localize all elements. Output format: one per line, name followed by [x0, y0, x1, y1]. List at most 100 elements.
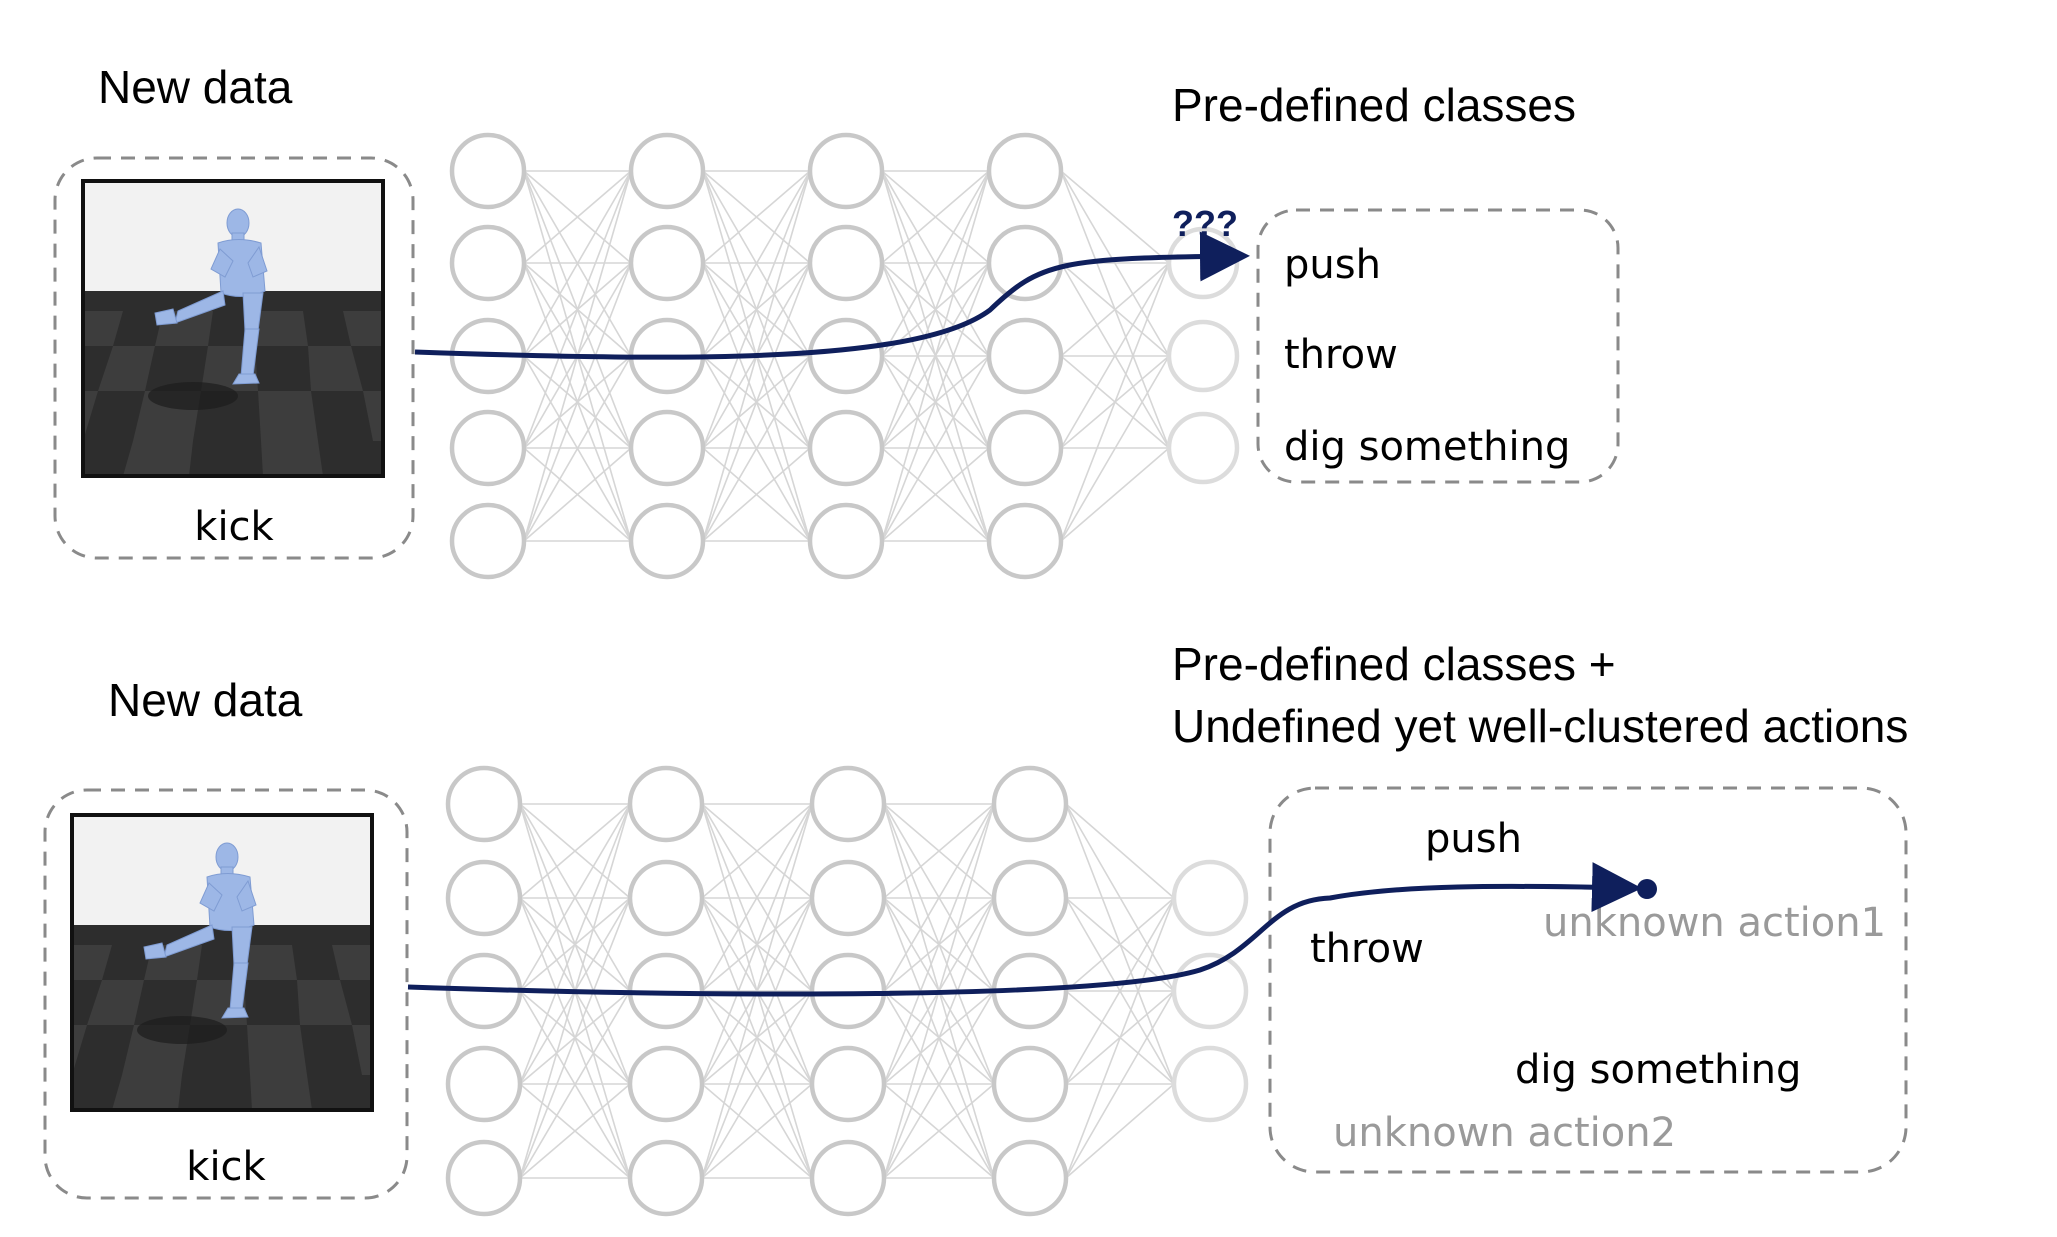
output-node — [1166, 411, 1240, 485]
network-edge — [519, 1083, 631, 1179]
top-motion-image — [81, 179, 385, 478]
network-edge — [881, 170, 990, 542]
network-node — [986, 132, 1064, 210]
network-edge — [883, 990, 995, 1179]
bottom-neural-network — [445, 765, 1249, 1217]
output-node — [1166, 319, 1240, 393]
network-node — [991, 1139, 1069, 1217]
network-node — [627, 1045, 705, 1123]
network-edge — [883, 897, 995, 1179]
network-node — [991, 859, 1069, 937]
network-edge — [702, 170, 811, 264]
network-node — [807, 409, 885, 487]
network-node — [809, 952, 887, 1030]
network-node — [807, 317, 885, 395]
bottom-prediction-arrow — [407, 862, 1642, 997]
network-node — [986, 502, 1064, 580]
network-edge — [701, 803, 813, 1179]
network-edge — [523, 170, 632, 357]
bottom-classes-title-line2: Undefined yet well-clustered actions — [1172, 700, 1908, 752]
network-node — [986, 317, 1064, 395]
network-edge — [881, 170, 990, 264]
network-edge — [881, 170, 990, 449]
network-node — [809, 765, 887, 843]
network-node — [627, 859, 705, 937]
network-edge — [1060, 262, 1170, 542]
network-node — [628, 224, 706, 302]
network-edge — [519, 990, 631, 1179]
bottom-sample-label: kick — [186, 1144, 266, 1190]
network-node — [445, 1045, 523, 1123]
top-classes-box — [1256, 208, 1620, 484]
bottom-classes-box — [1268, 786, 1908, 1174]
network-edge — [881, 262, 990, 542]
network-node — [628, 502, 706, 580]
network-edge — [702, 447, 811, 542]
unknown-action1-cluster-point — [1637, 879, 1657, 899]
bottom-classes-title-line1: Pre-defined classes + — [1172, 638, 1616, 690]
network-edge — [1065, 990, 1175, 1179]
network-edge — [701, 803, 813, 992]
network-edge — [702, 170, 811, 449]
network-node — [627, 1139, 705, 1217]
network-edge — [702, 262, 811, 542]
network-node — [445, 1139, 523, 1217]
network-edge — [523, 447, 632, 542]
top-neural-network — [449, 132, 1240, 580]
network-edge — [883, 803, 995, 1085]
network-edge — [1060, 170, 1170, 264]
network-edge — [519, 803, 631, 1085]
network-edge — [519, 803, 631, 992]
network-node — [986, 224, 1064, 302]
network-edge — [701, 1083, 813, 1179]
network-edge — [519, 803, 631, 899]
bottom-class-dig-something: dig something — [1515, 1047, 1801, 1093]
network-edge — [701, 990, 813, 1179]
top-sample-label: kick — [194, 504, 274, 550]
network-node — [809, 1045, 887, 1123]
network-node — [628, 132, 706, 210]
network-node — [449, 409, 527, 487]
top-classes-title: Pre-defined classes — [1172, 79, 1576, 131]
network-edge — [523, 355, 632, 542]
network-edge — [523, 262, 632, 542]
network-edge — [1065, 803, 1175, 899]
top-new-data-label: New data — [98, 61, 293, 113]
uncertain-mark: ??? — [1172, 203, 1238, 244]
network-node — [986, 409, 1064, 487]
output-node — [1171, 1045, 1249, 1123]
bottom-class-push: push — [1425, 816, 1522, 862]
network-edge — [881, 170, 990, 357]
network-edge — [1065, 897, 1175, 1179]
network-edge — [523, 170, 632, 264]
network-edge — [883, 803, 995, 899]
network-edge — [1060, 447, 1170, 542]
network-edge — [702, 170, 811, 357]
network-edge — [1060, 355, 1170, 542]
bottom-input-box — [43, 788, 409, 1200]
network-node — [809, 1139, 887, 1217]
network-node — [449, 224, 527, 302]
network-node — [628, 409, 706, 487]
network-edge — [881, 355, 990, 542]
network-node — [807, 224, 885, 302]
network-edge — [1065, 897, 1175, 1085]
network-edge — [883, 803, 995, 992]
network-node — [449, 132, 527, 210]
network-node — [449, 502, 527, 580]
network-node — [991, 1045, 1069, 1123]
top-class-dig-something: dig something — [1284, 424, 1570, 470]
bottom-new-data-label: New data — [108, 674, 303, 726]
network-edge — [881, 447, 990, 542]
network-node — [809, 859, 887, 937]
network-edge — [701, 897, 813, 1179]
top-class-throw: throw — [1284, 332, 1398, 378]
network-edge — [523, 170, 632, 449]
network-node — [445, 765, 523, 843]
network-edge — [701, 803, 813, 899]
top-prediction-arrow — [414, 231, 1250, 360]
output-node — [1171, 859, 1249, 937]
unknown-action2-label: unknown action2 — [1333, 1110, 1676, 1156]
network-node — [445, 859, 523, 937]
